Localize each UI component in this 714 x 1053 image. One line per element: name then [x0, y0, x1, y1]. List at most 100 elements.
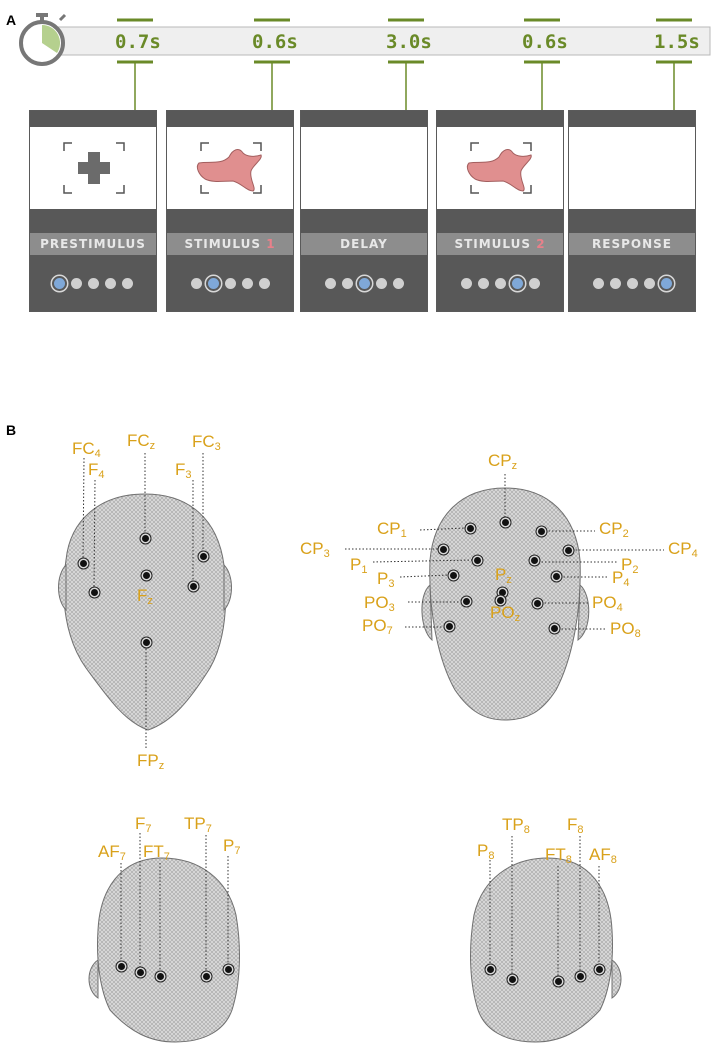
progress-dot: [341, 277, 353, 289]
progress-dot-active: [53, 277, 65, 289]
electrode-label-base: FC: [127, 431, 150, 450]
stage-duration: 3.0s: [386, 31, 432, 53]
card-top-bar: [569, 111, 695, 127]
electrode-label-base: FC: [192, 432, 215, 451]
electrode-marker: [552, 572, 560, 580]
progress-dots: [569, 255, 695, 311]
electrode-label: Pz: [495, 566, 512, 586]
progress-dot: [190, 277, 202, 289]
electrode-label-sub: 4: [98, 469, 105, 481]
electrode-marker: [530, 556, 538, 564]
electrode-marker: [142, 638, 150, 646]
electrode-marker: [501, 518, 509, 526]
progress-dot: [375, 277, 387, 289]
electrode-marker: [439, 545, 447, 553]
electrode-label: F3: [175, 461, 192, 481]
progress-dots: [437, 255, 563, 311]
electrode-label: CP1: [377, 520, 407, 540]
electrode-label-sub: 3: [185, 469, 192, 481]
electrode-label-sub: 8: [565, 854, 572, 866]
leader-line: [82, 457, 85, 561]
progress-dot: [477, 277, 489, 289]
progress-dot: [528, 277, 540, 289]
electrode-label-sub: 7: [386, 625, 393, 637]
electrode-label-sub: 1: [400, 528, 407, 540]
electrode-marker: [202, 972, 210, 980]
electrode-label-base: FT: [545, 845, 566, 864]
electrode-label-sub: z: [147, 595, 153, 607]
electrode-label-base: PO: [490, 603, 515, 622]
electrode-label-sub: 8: [610, 854, 617, 866]
electrode-label-base: CP: [488, 451, 512, 470]
electrode-label-base: CP: [668, 539, 692, 558]
electrode-marker: [189, 582, 197, 590]
electrode-marker: [533, 599, 541, 607]
electrode-label: F4: [88, 461, 105, 481]
electrode-label-sub: z: [511, 460, 518, 472]
frame-corners: [63, 142, 125, 194]
electrode-label-base: P: [612, 568, 624, 587]
electrode-marker: [136, 968, 144, 976]
electrode-label: PO7: [362, 617, 393, 637]
card-top-bar: [437, 111, 563, 127]
electrode-label-sub: 3: [214, 441, 221, 453]
electrode-label-sub: 7: [205, 823, 212, 835]
progress-dot-active: [358, 277, 370, 289]
progress-dot: [609, 277, 621, 289]
electrode-marker: [199, 552, 207, 560]
electrode-label: P8: [477, 842, 494, 862]
stage-label-text: PRESTIMULUS: [40, 237, 146, 251]
stage-card: STIMULUS 2: [436, 110, 564, 312]
panel-label-a: A: [6, 12, 17, 28]
progress-dot: [241, 277, 253, 289]
electrode-label-base: F: [175, 460, 186, 479]
electrode-marker: [156, 972, 164, 980]
electrode-label: FPz: [137, 752, 164, 772]
electrode-label: CP4: [668, 540, 698, 560]
timeline-graphic: [19, 13, 711, 142]
progress-dot: [70, 277, 82, 289]
electrode-label: PO3: [364, 594, 395, 614]
progress-dot: [121, 277, 133, 289]
stage-label-text: STIMULUS: [184, 237, 267, 251]
electrode-label: POz: [490, 604, 520, 624]
electrode-label: CP3: [300, 540, 330, 560]
card-band: [569, 209, 695, 233]
electrode-label-base: F: [567, 815, 578, 834]
electrode-marker: [142, 571, 150, 579]
electrode-marker: [537, 527, 545, 535]
electrode-marker: [224, 965, 232, 973]
card-band: [30, 209, 156, 233]
electrode-label: TP7: [184, 815, 212, 835]
leader-line: [419, 527, 467, 531]
stage-duration: 1.5s: [654, 31, 700, 53]
electrode-marker: [141, 534, 149, 542]
electrode-label-sub: 7: [163, 851, 170, 863]
electrode-label-sub: z: [506, 574, 512, 586]
electrode-marker: [550, 624, 558, 632]
electrode-label-base: CP: [599, 519, 623, 538]
electrode-label-sub: 3: [388, 602, 395, 614]
electrode-label-base: P: [495, 565, 507, 584]
electrode-marker: [445, 622, 453, 630]
electrode-label: P4: [612, 569, 629, 589]
electrode-label-base: CP: [377, 519, 401, 538]
electrode-label-sub: 3: [323, 548, 330, 560]
card-screen: [167, 127, 293, 209]
electrode-label-base: FP: [137, 751, 159, 770]
electrode-label-sub: 7: [145, 823, 152, 835]
card-top-bar: [167, 111, 293, 127]
progress-dot: [324, 277, 336, 289]
stage-label: DELAY: [301, 233, 427, 255]
panel-label-b: B: [6, 422, 17, 438]
electrode-label: PO8: [610, 620, 641, 640]
electrode-label-base: PO: [362, 616, 387, 635]
timeline-bar: [43, 26, 711, 56]
electrode-label-sub: 4: [691, 548, 698, 560]
stage-label: PRESTIMULUS: [30, 233, 156, 255]
electrode-label-base: AF: [589, 845, 611, 864]
stage-card: RESPONSE: [568, 110, 696, 312]
electrode-label: FC3: [192, 433, 221, 453]
stage-label: RESPONSE: [569, 233, 695, 255]
progress-dot: [643, 277, 655, 289]
